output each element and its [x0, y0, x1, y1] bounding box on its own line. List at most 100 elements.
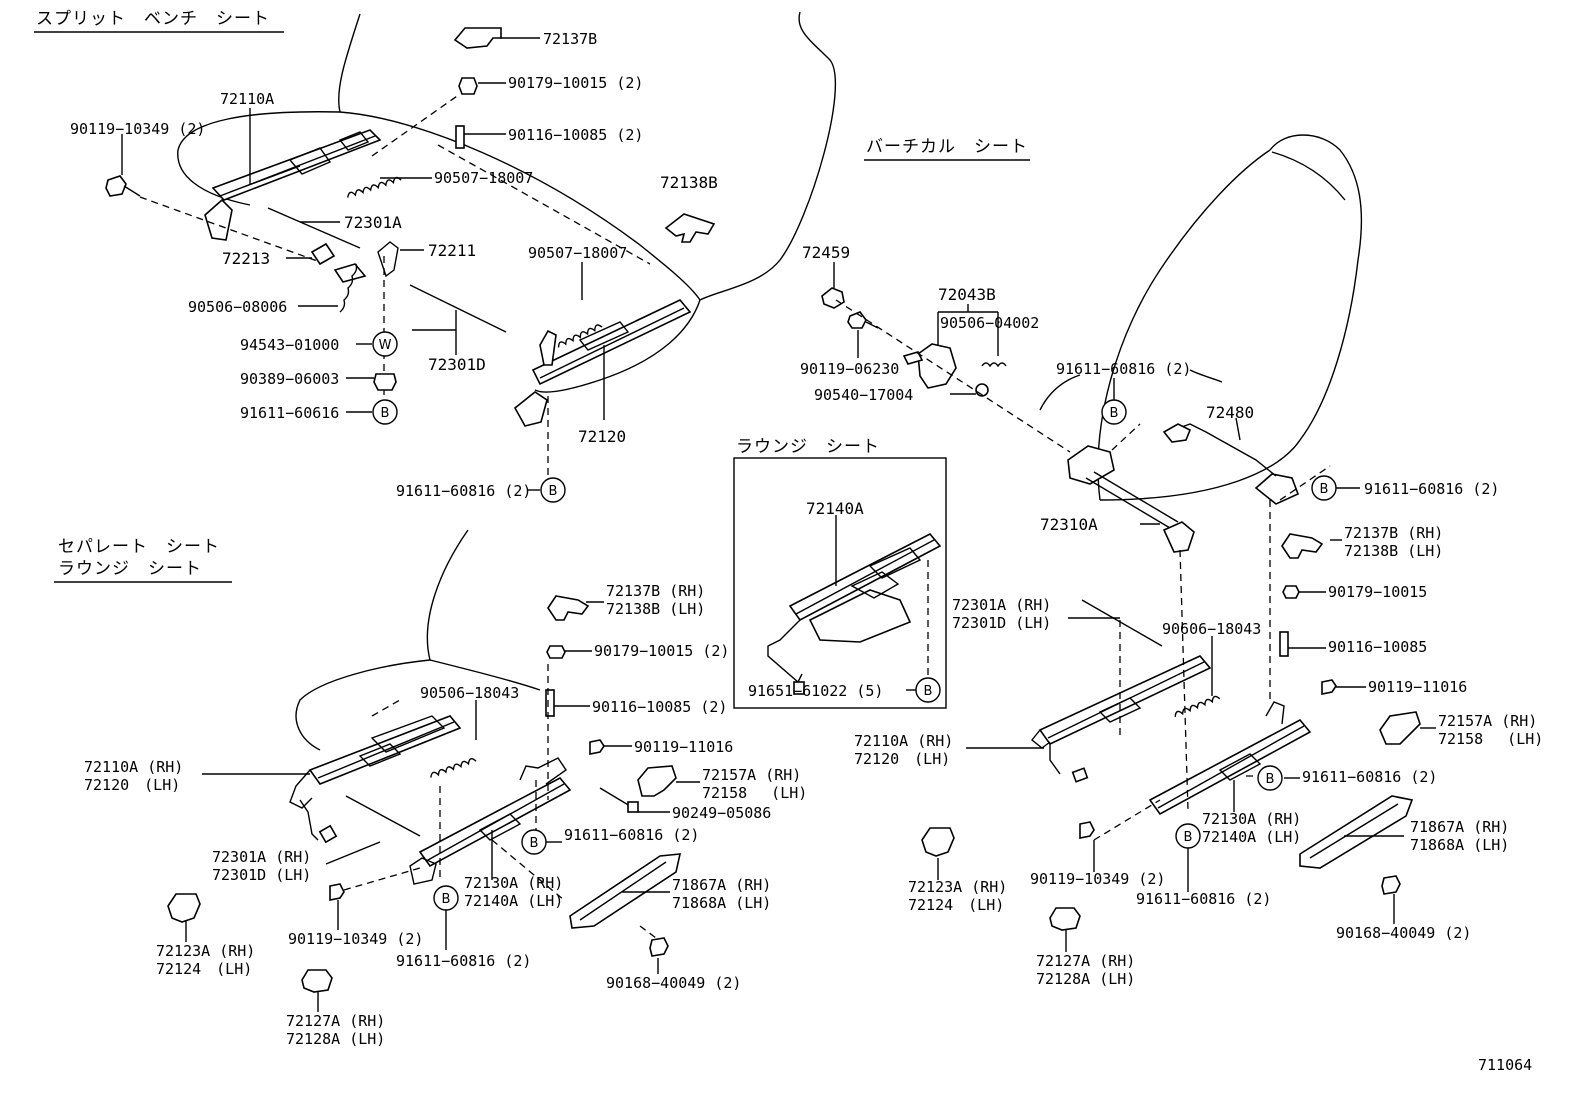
label-72130a-rh: 72130A (RH)	[1202, 810, 1301, 828]
label-72138b-lh: 72138B (LH)	[1344, 542, 1443, 560]
label-72130a-rh: 72130A (RH)	[464, 874, 563, 892]
callout-b: B	[381, 406, 390, 421]
separate-leaders	[185, 601, 700, 1012]
label-90389-06003: 90389−06003	[240, 370, 339, 388]
callout-b: B	[924, 684, 933, 699]
label-72128a-lh: 72128A (LH)	[286, 1030, 385, 1048]
label-90119-10349: 90119−10349 (2)	[288, 930, 423, 948]
label-72140a-lh: 72140A (LH)	[1202, 828, 1301, 846]
label-72301a: 72301A	[344, 213, 402, 232]
label-71868a-lh: 71868A (LH)	[672, 894, 771, 912]
split-bench-illustration	[105, 11, 837, 427]
label-90179-10015: 90179−10015	[1328, 583, 1427, 601]
label-72140a-lh: 72140A (LH)	[464, 892, 563, 910]
label-72123a-rh: 72123A (RH)	[156, 942, 255, 960]
label-90540-17004: 90540−17004	[814, 386, 913, 404]
label-72120-lh: 72120 (LH)	[854, 750, 950, 768]
label-72301a-rh: 72301A (RH)	[952, 596, 1051, 614]
vertical-seat-illustration	[821, 134, 1421, 931]
label-91611-60816-b: 91611−60816 (2)	[396, 952, 531, 970]
callout-b: B	[530, 836, 539, 851]
lounge-seat-box: ラウンジ シート B 72140A 91651−61022 (5)	[733, 437, 947, 709]
label-72127a-rh: 72127A (RH)	[286, 1012, 385, 1030]
label-72459: 72459	[802, 243, 850, 262]
label-72157a-rh: 72157A (RH)	[1438, 712, 1537, 730]
label-90119-10349: 90119−10349 (2)	[70, 120, 205, 138]
label-90506-18043: 90506−18043	[420, 684, 519, 702]
label-71867a-rh: 71867A (RH)	[1410, 818, 1509, 836]
separate-title-line2: ラウンジ シート	[58, 559, 202, 579]
label-72137b-rh: 72137B (RH)	[1344, 524, 1443, 542]
section-header-vertical: バーチカル シート	[864, 137, 1030, 161]
label-72301d-lh: 72301D (LH)	[952, 614, 1051, 632]
label-90119-06230: 90119−06230	[800, 360, 899, 378]
label-72110a-rh: 72110A (RH)	[84, 758, 183, 776]
label-72124-lh: 72124 (LH)	[156, 960, 252, 978]
split-bench-title: スプリット ベンチ シート	[36, 9, 270, 29]
label-91611-60616: 91611−60616	[240, 404, 339, 422]
label-72301a-rh: 72301A (RH)	[212, 848, 311, 866]
callout-b: B	[1110, 406, 1119, 421]
vertical-title: バーチカル シート	[866, 137, 1028, 157]
label-90179-10015: 90179−10015 (2)	[594, 642, 729, 660]
label-72138b-lh: 72138B (LH)	[606, 600, 705, 618]
label-72120-lh: 72120 (LH)	[84, 776, 180, 794]
label-91611-60816-c: 91611−60816 (2)	[1302, 768, 1437, 786]
label-90506-08006: 90506−08006	[188, 298, 287, 316]
callout-b: B	[442, 892, 451, 907]
label-90119-11016: 90119−11016	[1368, 678, 1467, 696]
callout-b: B	[1184, 830, 1193, 845]
label-72158-lh: 72158 (LH)	[1438, 730, 1543, 748]
section-header-separate: セパレート シート ラウンジ シート	[54, 537, 232, 583]
split-bench-leaders	[121, 37, 651, 491]
label-90116-10085: 90116−10085 (2)	[508, 126, 643, 144]
label-72043b: 72043B	[938, 285, 996, 304]
separate-labels: 72137B (RH) 72138B (LH) 90179−10015 (2) …	[84, 582, 807, 1048]
label-90119-11016: 90119−11016	[634, 738, 733, 756]
label-91611-60816-b: 91611−60816 (2)	[1364, 480, 1499, 498]
vertical-labels: 72459 72043B 90506−04002 90119−06230 916…	[800, 243, 1543, 988]
label-72128a-lh: 72128A (LH)	[1036, 970, 1135, 988]
label-72301d-lh: 72301D (LH)	[212, 866, 311, 884]
label-90506-04002: 90506−04002	[940, 314, 1039, 332]
label-90606-18043: 90606−18043	[1162, 620, 1261, 638]
label-90119-10349: 90119−10349 (2)	[1030, 870, 1165, 888]
label-72480: 72480	[1206, 403, 1254, 422]
label-72158-lh: 72158 (LH)	[702, 784, 807, 802]
label-91611-60816: 91611−60816 (2)	[396, 482, 531, 500]
label-91611-60816-a: 91611−60816 (2)	[564, 826, 699, 844]
separate-seat-illustration	[167, 529, 682, 993]
label-72110a: 72110A	[220, 90, 274, 108]
label-72137b-rh: 72137B (RH)	[606, 582, 705, 600]
label-72310a: 72310A	[1040, 515, 1098, 534]
label-90507-18007-b: 90507−18007	[528, 244, 627, 262]
label-90179-10015: 90179−10015 (2)	[508, 74, 643, 92]
label-91651-61022: 91651−61022 (5)	[748, 682, 883, 700]
label-90249-05086: 90249−05086	[672, 804, 771, 822]
label-72301d: 72301D	[428, 355, 486, 374]
label-72110a-rh: 72110A (RH)	[854, 732, 953, 750]
label-72211: 72211	[428, 241, 476, 260]
vertical-leaders	[833, 262, 1436, 952]
vertical-callouts: B B B B	[1101, 399, 1337, 849]
label-71868a-lh: 71868A (LH)	[1410, 836, 1509, 854]
label-72140a-lounge: 72140A	[806, 499, 864, 518]
label-72120: 72120	[578, 427, 626, 446]
callout-b: B	[1320, 482, 1329, 497]
label-90168-40049: 90168−40049 (2)	[606, 974, 741, 992]
callout-b: B	[1266, 772, 1275, 787]
label-72124-lh: 72124 (LH)	[908, 896, 1004, 914]
label-90168-40049: 90168−40049 (2)	[1336, 924, 1471, 942]
section-header-split-bench: スプリット ベンチ シート	[34, 9, 284, 33]
separate-callouts: B B	[433, 829, 547, 911]
callout-b: B	[549, 484, 558, 499]
label-90116-10085: 90116−10085	[1328, 638, 1427, 656]
label-72127a-rh: 72127A (RH)	[1036, 952, 1135, 970]
diagram-id: 711064	[1478, 1056, 1532, 1074]
label-72123a-rh: 72123A (RH)	[908, 878, 1007, 896]
label-72213: 72213	[222, 249, 270, 268]
split-bench-callouts: W B B	[372, 331, 566, 503]
label-72137b: 72137B	[543, 30, 597, 48]
